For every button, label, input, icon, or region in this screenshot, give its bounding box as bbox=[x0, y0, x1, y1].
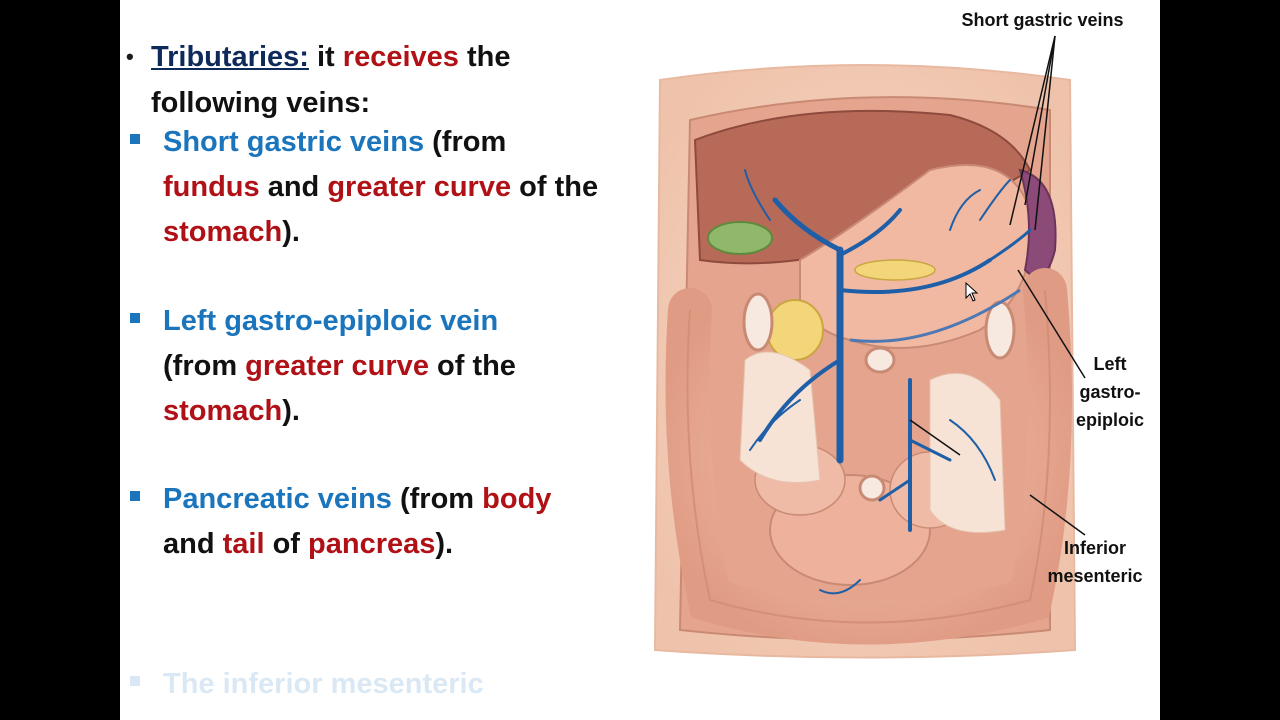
item-inferior-mesenteric-faded: The inferior mesenteric bbox=[130, 662, 610, 707]
label-short-gastric-veins: Short gastric veins bbox=[961, 10, 1124, 30]
label-left-gastro-epiploic: Left gastro- epiploic bbox=[1070, 350, 1150, 434]
item-text: ). bbox=[282, 395, 300, 427]
label-line: Left bbox=[1093, 354, 1127, 374]
item-keyword: body bbox=[482, 483, 552, 515]
item-pancreatic: Pancreatic veins (from body and tail of … bbox=[130, 477, 610, 567]
bullet-square bbox=[130, 676, 140, 686]
bullet-square bbox=[130, 313, 140, 323]
item-text: (from bbox=[163, 350, 246, 382]
bullet-dot: • bbox=[126, 44, 134, 69]
item-text: of the bbox=[428, 350, 516, 382]
bullet-square bbox=[130, 491, 140, 501]
label-line: epiploic bbox=[1075, 410, 1144, 430]
item-title: The inferior mesenteric bbox=[163, 668, 484, 700]
item-text: and bbox=[259, 171, 328, 203]
item-text: of bbox=[264, 528, 309, 560]
item-title: Pancreatic veins bbox=[163, 483, 392, 515]
tributaries-heading: Tributaries: bbox=[151, 41, 309, 73]
item-title: Left gastro-epiploic vein bbox=[163, 305, 499, 337]
label-inferior-mesenteric: Inferior mesenteric bbox=[1035, 534, 1155, 590]
item-text: of the bbox=[511, 171, 599, 203]
receives-word: receives bbox=[342, 41, 459, 73]
slide: • Tributaries: it receives the following… bbox=[120, 0, 1160, 720]
abdomen-illustration bbox=[650, 60, 1080, 660]
main-bullet: • Tributaries: it receives the following… bbox=[126, 34, 586, 126]
item-keyword: greater curve bbox=[327, 171, 512, 203]
mouse-pointer-icon bbox=[965, 282, 979, 302]
item-keyword: stomach bbox=[163, 216, 283, 248]
item-keyword: pancreas bbox=[308, 528, 436, 560]
item-keyword: greater curve bbox=[245, 350, 429, 382]
item-title: Short gastric veins bbox=[163, 126, 425, 158]
label-line: Inferior bbox=[1063, 538, 1126, 558]
main-text-2: the following veins: bbox=[151, 41, 511, 119]
label-line: gastro- bbox=[1079, 382, 1141, 402]
item-text: ). bbox=[282, 216, 300, 248]
item-text: and bbox=[163, 528, 223, 560]
main-text-1: it bbox=[308, 41, 343, 73]
item-short-gastric: Short gastric veins (from fundus and gre… bbox=[130, 120, 610, 255]
item-keyword: stomach bbox=[163, 395, 283, 427]
item-text: (from bbox=[391, 483, 483, 515]
slide-text-column: • Tributaries: it receives the following… bbox=[120, 0, 640, 720]
bullet-square bbox=[130, 134, 140, 144]
label-line: mesenteric bbox=[1047, 566, 1143, 586]
item-text: ). bbox=[435, 528, 454, 560]
item-text: (from bbox=[424, 126, 507, 158]
item-left-gastro-epiploic: Left gastro-epiploic vein (from greater … bbox=[130, 299, 610, 434]
item-keyword: tail bbox=[222, 528, 265, 560]
item-keyword: fundus bbox=[163, 171, 260, 203]
